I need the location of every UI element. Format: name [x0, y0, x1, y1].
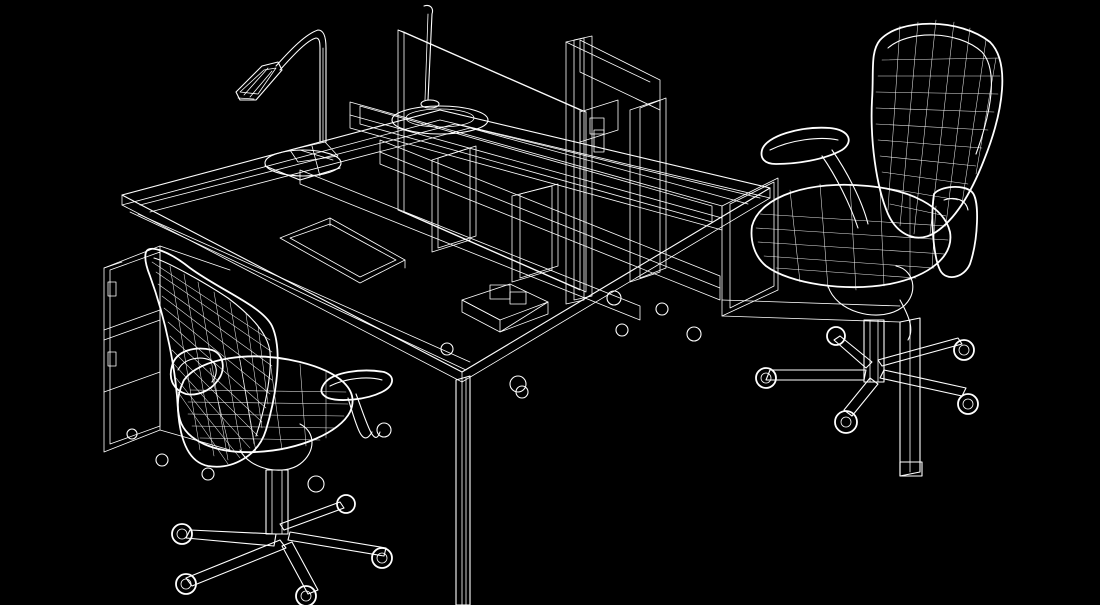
desk-clamp-left: [461, 283, 549, 333]
seat-mesh: [187, 359, 349, 453]
backrest-mesh: [151, 261, 273, 465]
chair-base-right: [755, 326, 979, 434]
office-chair-right: [750, 19, 1004, 434]
office-chair-left: [144, 247, 393, 605]
chair-base-left: [171, 494, 393, 605]
desk: [121, 35, 923, 605]
desk-casters: [440, 290, 702, 399]
desk-clamp-center: [579, 99, 619, 153]
drawer-pedestal: [103, 245, 231, 467]
seat-mesh-right: [755, 183, 949, 291]
